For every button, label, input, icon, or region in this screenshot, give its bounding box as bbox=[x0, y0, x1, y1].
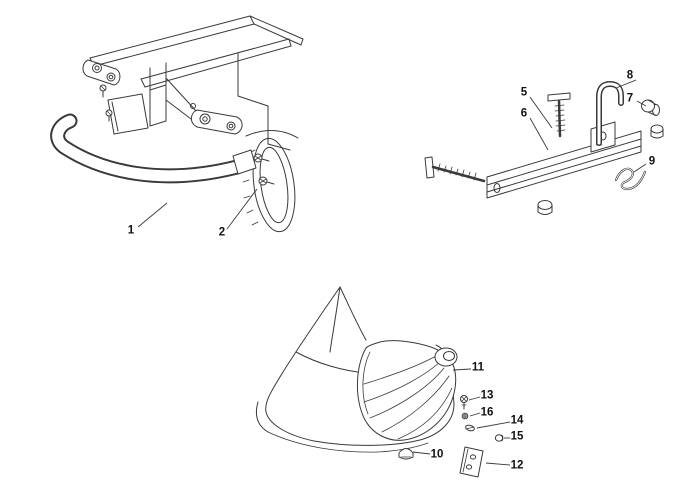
hitch-knob bbox=[641, 99, 660, 116]
leader-lines bbox=[137, 79, 647, 466]
cover-knob bbox=[434, 347, 458, 367]
washer bbox=[461, 412, 469, 420]
bumper-bar bbox=[50, 113, 257, 184]
callout-16: 16 bbox=[480, 406, 494, 419]
callout-14: 14 bbox=[510, 414, 524, 427]
callout-13: 13 bbox=[480, 389, 494, 402]
spacer-cap-center bbox=[537, 200, 553, 215]
cap-nut bbox=[494, 434, 504, 442]
front-bumper-assembly-art bbox=[50, 15, 304, 233]
tractor-frame bbox=[89, 15, 304, 151]
spacer-cap-right bbox=[650, 124, 664, 139]
bracket-strap bbox=[459, 446, 484, 478]
mount-screws bbox=[99, 84, 113, 122]
cover-screw bbox=[460, 395, 468, 410]
mulch-cover-assembly-art bbox=[255, 286, 504, 478]
callout-10: 10 bbox=[430, 448, 444, 461]
deck-plug bbox=[398, 448, 414, 460]
callout-12: 12 bbox=[510, 459, 524, 472]
bumper-mount-plate bbox=[107, 93, 149, 135]
callout-7: 7 bbox=[626, 92, 634, 105]
callout-9: 9 bbox=[648, 155, 656, 168]
hitch-long-bolt bbox=[424, 156, 486, 183]
frame-bracket-left bbox=[82, 59, 121, 86]
callout-2: 2 bbox=[218, 226, 226, 239]
hitch-pin bbox=[595, 81, 624, 146]
hitch-bar bbox=[486, 130, 642, 199]
tow-hitch-assembly-art bbox=[424, 81, 664, 215]
r-clip-pin bbox=[614, 167, 647, 191]
callout-8: 8 bbox=[626, 69, 634, 82]
bumper-screws bbox=[253, 153, 275, 186]
callout-11: 11 bbox=[471, 361, 485, 374]
callout-1: 1 bbox=[127, 224, 135, 237]
callout-5: 5 bbox=[520, 86, 528, 99]
frame-bracket-center bbox=[190, 103, 243, 135]
hitch-t-bolt bbox=[547, 92, 571, 138]
clip bbox=[465, 424, 475, 432]
callout-6: 6 bbox=[520, 107, 528, 120]
wheel bbox=[252, 137, 296, 233]
callout-15: 15 bbox=[510, 430, 524, 443]
mulching-cover bbox=[356, 340, 457, 441]
